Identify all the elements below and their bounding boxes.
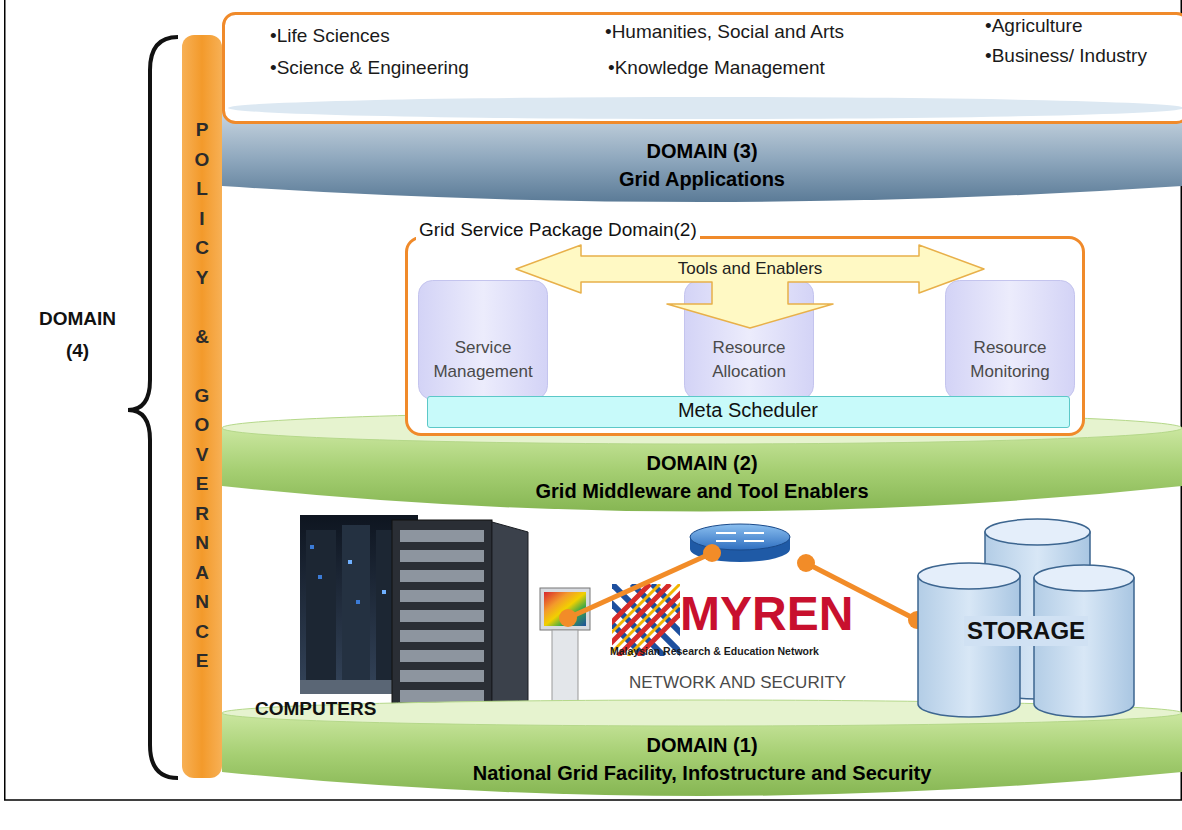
text-slot: Malaysian Research & Education Network	[610, 644, 890, 658]
policy-governance-bar: POLICY & GOVERNANCE	[182, 35, 222, 778]
text: Grid Service Package Domain(2)	[416, 219, 700, 241]
letter: L	[182, 174, 222, 204]
text: Malaysian Research & Education Network	[610, 644, 890, 658]
text: Service Management	[418, 336, 548, 384]
text-slot: STORAGE	[912, 616, 1140, 646]
letter: N	[182, 587, 222, 617]
kiosk-terminal	[540, 588, 590, 718]
text-slot: POLICY & GOVERNANCE	[182, 115, 222, 676]
text-slot: COMPUTERS	[255, 698, 390, 720]
service-package-box: Grid Service Package Domain(2)Tools and …	[405, 236, 1085, 436]
text-slot: •Business/ Industry	[985, 44, 1182, 68]
text-slot: Resource Allocation	[684, 336, 814, 384]
service-pillar: Resource Monitoring	[945, 280, 1075, 400]
text: DOMAIN (1)	[222, 732, 1182, 758]
text: Tools and Enablers	[515, 258, 985, 280]
text-slot: DOMAIN (4)	[30, 303, 125, 367]
letter: I	[182, 204, 222, 234]
application-areas-box: •Life Sciences •Science & Engineering •Hum…	[222, 12, 1182, 124]
text: •Life Sciences	[270, 24, 570, 48]
letter: C	[182, 233, 222, 263]
letter: &	[182, 322, 222, 352]
text: COMPUTERS	[255, 698, 390, 720]
text: •Humanities, Social and Arts	[605, 20, 935, 44]
letter: C	[182, 617, 222, 647]
scheduler-bar: Meta Scheduler	[427, 396, 1070, 428]
text-slot: •Agriculture	[985, 14, 1182, 38]
text-slot: •Science & Engineering	[270, 56, 570, 80]
text: •Knowledge Management	[608, 56, 938, 80]
double-arrow: Tools and Enablers	[515, 244, 985, 330]
text-slot: Resource Monitoring	[945, 336, 1075, 384]
letter: O	[182, 145, 222, 175]
text-slot: Service Management	[418, 336, 548, 384]
server-rack	[392, 520, 528, 716]
letter: E	[182, 646, 222, 676]
letter: V	[182, 440, 222, 470]
letter: O	[182, 410, 222, 440]
text-slot: Grid Middleware and Tool Enablers	[222, 478, 1182, 504]
text: NETWORK AND SECURITY	[590, 672, 885, 694]
text: MYREN	[680, 588, 880, 640]
text: •Agriculture	[985, 14, 1182, 38]
text-slot: DOMAIN (1)	[222, 732, 1182, 758]
text-slot: •Life Sciences	[270, 24, 570, 48]
service-pillar: Service Management	[418, 280, 548, 400]
text-slot: Grid Applications	[222, 166, 1182, 192]
text: •Science & Engineering	[270, 56, 570, 80]
text-slot: Grid Service Package Domain(2)	[416, 219, 756, 241]
text: Resource Monitoring	[945, 336, 1075, 384]
text: Grid Applications	[222, 166, 1182, 192]
text-slot: Meta Scheduler	[428, 397, 1068, 423]
storage-cylinders: STORAGE	[912, 514, 1140, 719]
text: DOMAIN (4)	[30, 303, 125, 367]
letter	[182, 351, 222, 381]
letter: P	[182, 115, 222, 145]
letter: R	[182, 499, 222, 529]
text-slot: •Humanities, Social and Arts	[605, 20, 935, 44]
letter: E	[182, 469, 222, 499]
text-slot: DOMAIN (3)	[222, 138, 1182, 164]
text: POLICY & GOVERNANCE	[182, 115, 222, 676]
text-slot: •Knowledge Management	[608, 56, 938, 80]
letter: A	[182, 558, 222, 588]
text: DOMAIN (2)	[222, 450, 1182, 476]
text: Grid Middleware and Tool Enablers	[222, 478, 1182, 504]
text: Meta Scheduler	[428, 397, 1068, 423]
double-arrow-shape	[515, 244, 985, 330]
text: •Business/ Industry	[985, 44, 1182, 68]
letter: N	[182, 528, 222, 558]
text-slot: DOMAIN (2)	[222, 450, 1182, 476]
letter: Y	[182, 263, 222, 293]
text-slot: Tools and Enablers	[515, 258, 985, 280]
text: STORAGE	[964, 616, 1088, 646]
text-slot: NETWORK AND SECURITY	[590, 672, 885, 694]
text: DOMAIN (3)	[222, 138, 1182, 164]
text-slot: MYREN	[680, 588, 880, 640]
router-icon	[690, 524, 790, 562]
curly-brace	[128, 37, 178, 778]
letter: G	[182, 381, 222, 411]
text-slot: National Grid Facility, Infostructure an…	[222, 760, 1182, 786]
text: National Grid Facility, Infostructure an…	[222, 760, 1182, 786]
text: Resource Allocation	[684, 336, 814, 384]
letter	[182, 292, 222, 322]
